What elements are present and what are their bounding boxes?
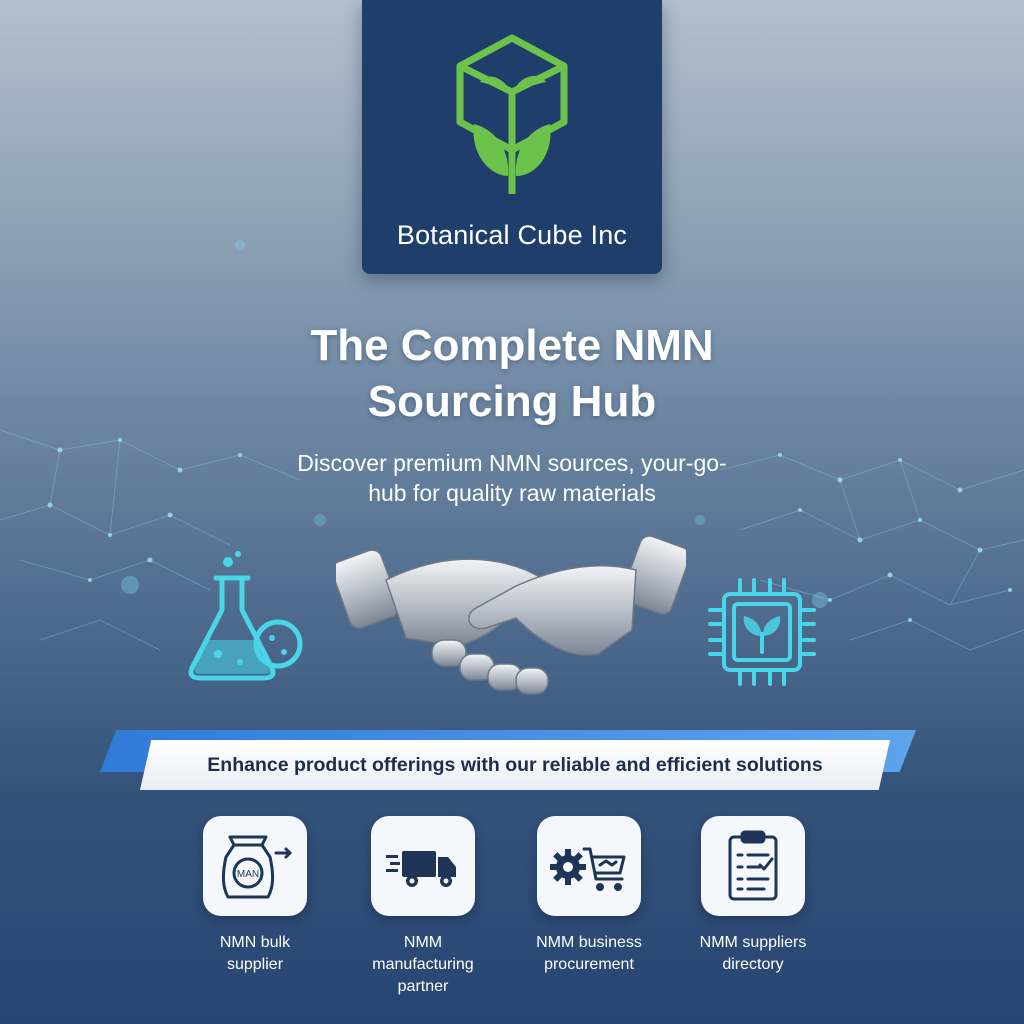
subtitle-line-2: hub for quality raw materials	[368, 480, 656, 506]
service-label-line-2: supplier	[226, 956, 284, 973]
logo-card: Botanical Cube Inc	[362, 0, 662, 274]
service-label: NMM suppliers directory	[678, 932, 828, 976]
banner-text: Enhance product offerings with our relia…	[207, 754, 823, 776]
service-label: NMN bulk supplier	[180, 932, 330, 976]
title-line-2: Sourcing Hub	[367, 377, 657, 426]
service-suppliers-directory[interactable]: NMM suppliers directory	[678, 816, 828, 976]
subtitle: Discover premium NMN sources, your-go- h…	[262, 448, 762, 508]
service-label-line-1: NMN bulk	[219, 934, 291, 951]
service-tile	[371, 816, 475, 916]
service-label-line-2: directory	[722, 956, 784, 973]
service-label-line-1: NMM business	[536, 934, 642, 951]
service-tile	[537, 816, 641, 916]
service-label-line-1: NMM suppliers	[699, 934, 807, 951]
service-label-line-2: procurement	[544, 956, 634, 973]
leaf-chip-icon	[708, 578, 816, 686]
service-label: NMM business procurement	[514, 932, 664, 976]
service-bulk-supplier[interactable]: MAN NMN bulk supplier	[180, 816, 330, 976]
service-tile	[701, 816, 805, 916]
service-manufacturing-partner[interactable]: NMM manufacturing partner	[348, 816, 498, 998]
title-line-1: The Complete NMN	[310, 321, 714, 370]
cube-leaf-logo-icon	[456, 34, 568, 194]
subtitle-line-1: Discover premium NMN sources, your-go-	[297, 450, 727, 476]
service-business-procurement[interactable]: NMM business procurement	[514, 816, 664, 976]
flask-icon	[188, 551, 303, 681]
truck-icon	[386, 851, 456, 887]
handshake-icon	[336, 535, 686, 695]
bag-icon: MAN	[221, 835, 292, 899]
page-title: The Complete NMN Sourcing Hub	[180, 318, 844, 430]
banner-panel	[140, 740, 890, 790]
bag-label: MAN	[237, 869, 259, 880]
banner: Enhance product offerings with our relia…	[100, 730, 916, 790]
service-label-line-2: partner	[397, 978, 449, 995]
service-label-line-1: NMM manufacturing	[372, 934, 474, 973]
service-label: NMM manufacturing partner	[348, 932, 498, 998]
brand-name: Botanical Cube Inc	[396, 220, 628, 250]
cart-gear-icon	[550, 847, 626, 891]
service-tile: MAN	[203, 816, 307, 916]
clipboard-icon	[728, 830, 778, 901]
